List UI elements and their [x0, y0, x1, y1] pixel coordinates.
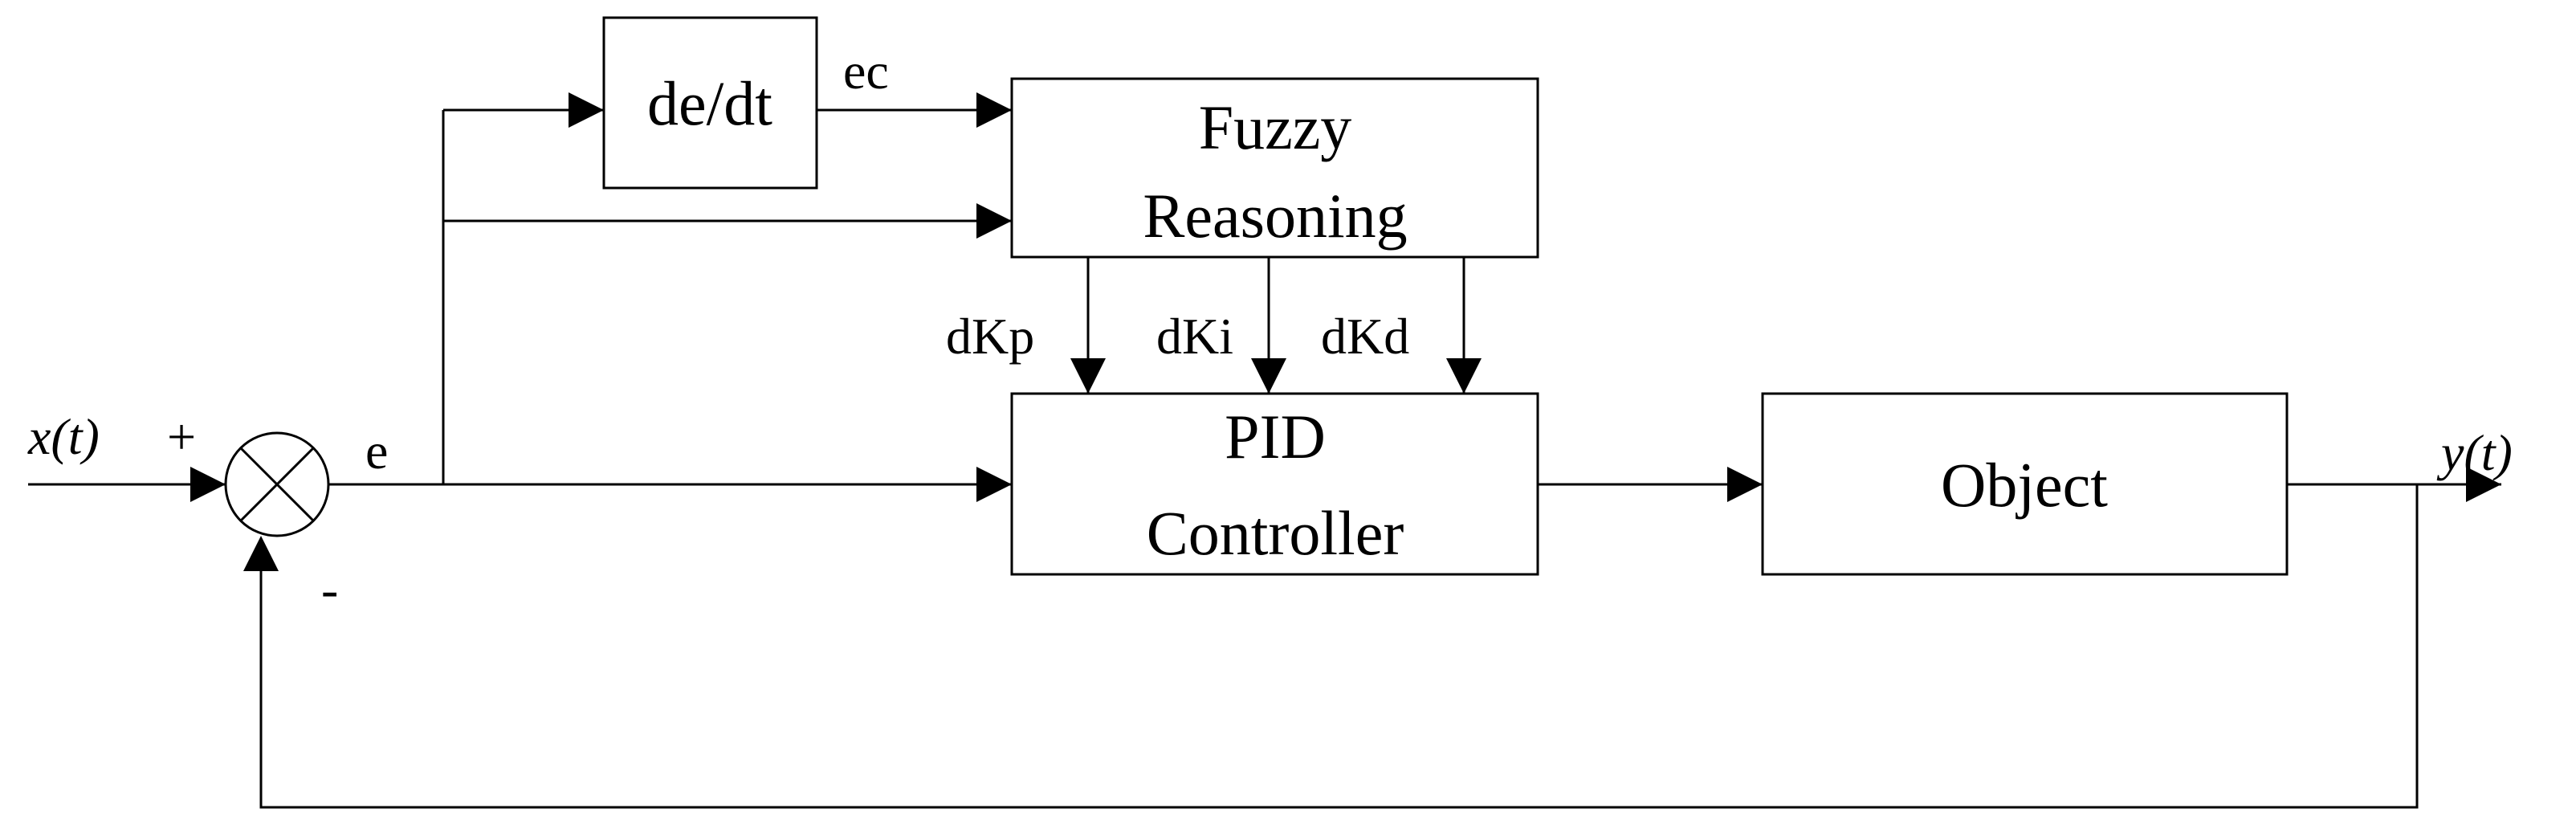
- pid-label-line1: PID: [1225, 402, 1326, 472]
- object-block: [1761, 392, 2289, 576]
- error-label: e: [365, 423, 388, 480]
- dki-label: dKi: [1156, 308, 1233, 365]
- pid-label-line2: Controller: [1147, 498, 1404, 568]
- fuzzy-reasoning-block: [1010, 77, 1539, 259]
- minus-sign: -: [321, 561, 338, 618]
- object-label: Object: [1941, 450, 2108, 520]
- fuzzy-label-line1: Fuzzy: [1199, 92, 1352, 162]
- dkd-label: dKd: [1321, 308, 1409, 365]
- feedback-wire: [259, 484, 2419, 809]
- derivative-block: [602, 16, 818, 190]
- summing-junction: [224, 431, 330, 537]
- output-label: y(t): [2436, 424, 2513, 481]
- input-label: x(t): [27, 408, 100, 465]
- feedback-arrowhead: [243, 536, 279, 571]
- pid-controller-block: [1010, 392, 1539, 576]
- plus-sign: +: [167, 408, 196, 465]
- dkp-label: dKp: [946, 308, 1034, 365]
- derivative-label: de/dt: [647, 68, 772, 138]
- ec-label: ec: [843, 43, 889, 100]
- fuzzy-label-line2: Reasoning: [1143, 181, 1407, 251]
